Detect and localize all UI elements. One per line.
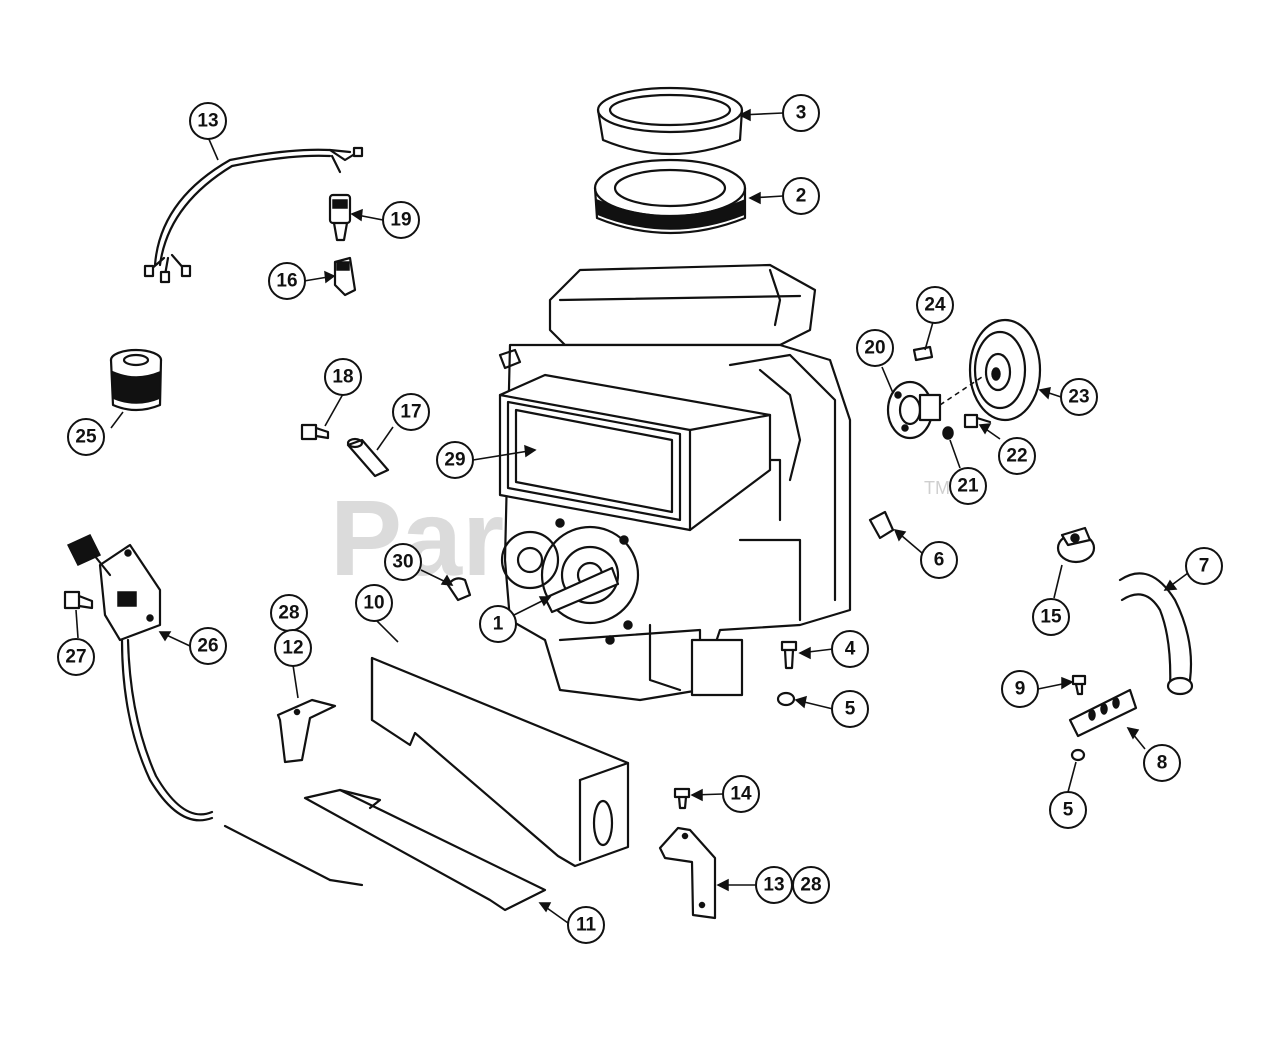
air-cleaner-cover	[596, 86, 744, 156]
oil-switch	[333, 256, 357, 297]
screw-14	[673, 787, 691, 810]
callout-6[interactable]: 6	[920, 541, 958, 579]
bolt-18	[300, 423, 330, 441]
callout-25[interactable]: 25	[67, 418, 105, 456]
callout-13[interactable]: 13	[189, 102, 227, 140]
svg-text:21: 21	[957, 476, 979, 497]
screw-9	[1071, 674, 1087, 696]
svg-text:19: 19	[390, 210, 411, 231]
svg-text:12: 12	[282, 638, 303, 659]
pulley	[968, 318, 1042, 422]
svg-text:16: 16	[276, 271, 297, 292]
svg-text:24: 24	[924, 295, 946, 316]
svg-text:6: 6	[934, 550, 945, 571]
screw-27	[63, 590, 94, 610]
svg-text:13: 13	[197, 111, 218, 132]
callout-7[interactable]: 7	[1185, 547, 1223, 585]
hose-7	[1118, 572, 1194, 696]
pulley-hub	[886, 380, 942, 440]
key-24	[912, 345, 934, 362]
bracket-13-28	[658, 826, 717, 920]
washer-21	[942, 426, 954, 440]
callout-28[interactable]: 28	[270, 594, 308, 632]
svg-text:17: 17	[400, 402, 421, 423]
svg-text:23: 23	[1068, 387, 1089, 408]
hose-clamp	[1056, 526, 1096, 564]
oil-filter	[109, 348, 163, 412]
callout-27[interactable]: 27	[57, 638, 95, 676]
svg-text:2: 2	[796, 186, 807, 207]
svg-text:1: 1	[493, 614, 504, 635]
throttle-control	[66, 534, 364, 887]
svg-text:5: 5	[1063, 800, 1074, 821]
callout-26[interactable]: 26	[189, 627, 227, 665]
watermark-trademark: TM	[924, 478, 950, 498]
svg-text:7: 7	[1199, 556, 1210, 577]
callout-17[interactable]: 17	[392, 393, 430, 431]
nut-5b	[1070, 748, 1086, 762]
callout-15[interactable]: 15	[1032, 598, 1070, 636]
callout-16[interactable]: 16	[268, 262, 306, 300]
callout-5[interactable]: 5	[1049, 791, 1087, 829]
callout-18[interactable]: 18	[324, 358, 362, 396]
callout-29[interactable]: 29	[436, 441, 474, 479]
air-intake-box	[498, 373, 772, 532]
callout-12[interactable]: 12	[274, 629, 312, 667]
svg-text:3: 3	[796, 103, 807, 124]
spacer-tube	[346, 437, 390, 478]
baffle-11	[303, 788, 547, 912]
svg-text:20: 20	[864, 338, 885, 359]
svg-text:4: 4	[845, 639, 856, 660]
callout-21[interactable]: 21	[949, 467, 987, 505]
callout-2[interactable]: 2	[782, 177, 820, 215]
svg-text:22: 22	[1006, 446, 1027, 467]
svg-text:15: 15	[1040, 607, 1062, 628]
callout-22[interactable]: 22	[998, 437, 1036, 475]
nut-5a	[776, 691, 796, 707]
svg-text:26: 26	[197, 636, 218, 657]
bracket-12	[276, 698, 337, 764]
callout-9[interactable]: 9	[1001, 670, 1039, 708]
callout-13[interactable]: 13	[755, 866, 793, 904]
switch-connector	[328, 193, 352, 242]
air-filter-element	[593, 158, 747, 235]
svg-text:9: 9	[1015, 679, 1026, 700]
svg-text:28: 28	[800, 875, 821, 896]
svg-text:30: 30	[392, 552, 413, 573]
callout-19[interactable]: 19	[382, 201, 420, 239]
callout-20[interactable]: 20	[856, 329, 894, 367]
callout-14[interactable]: 14	[722, 775, 760, 813]
svg-text:11: 11	[576, 915, 597, 936]
callout-23[interactable]: 23	[1060, 378, 1098, 416]
callout-4[interactable]: 4	[831, 630, 869, 668]
callout-5[interactable]: 5	[831, 690, 869, 728]
svg-text:29: 29	[444, 450, 465, 471]
callout-1[interactable]: 1	[479, 605, 517, 643]
callout-28[interactable]: 28	[792, 866, 830, 904]
shroud-10	[370, 656, 630, 868]
bolt-22	[963, 413, 992, 429]
clip-6	[868, 510, 895, 540]
bolt-4	[780, 640, 798, 670]
wiring-harness	[143, 146, 364, 284]
svg-text:13: 13	[763, 875, 784, 896]
svg-text:28: 28	[278, 603, 299, 624]
callout-24[interactable]: 24	[916, 286, 954, 324]
svg-text:25: 25	[75, 427, 97, 448]
callout-11[interactable]: 11	[567, 906, 605, 944]
svg-text:5: 5	[845, 699, 856, 720]
svg-text:8: 8	[1157, 753, 1168, 774]
bracket-8	[1068, 688, 1138, 738]
callout-8[interactable]: 8	[1143, 744, 1181, 782]
callout-3[interactable]: 3	[782, 94, 820, 132]
callout-30[interactable]: 30	[384, 543, 422, 581]
svg-text:18: 18	[332, 367, 353, 388]
leader-arrowheads	[158, 108, 1178, 913]
svg-text:10: 10	[363, 593, 384, 614]
callout-10[interactable]: 10	[355, 584, 393, 622]
svg-text:27: 27	[65, 647, 86, 668]
svg-text:14: 14	[730, 784, 752, 805]
